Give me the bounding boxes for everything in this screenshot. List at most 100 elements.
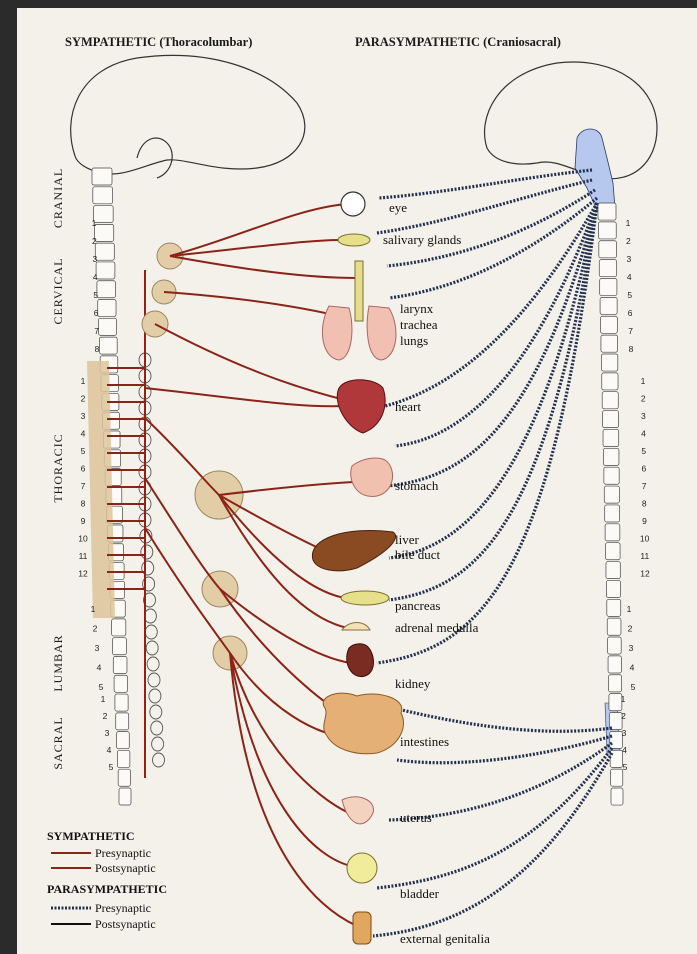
vertebra-number: 5 [81,446,86,456]
vertebra-segment [92,168,112,185]
vertebra-segment [606,543,621,560]
vertebra-number: 1 [92,218,97,228]
vertebra-number: 4 [81,429,86,439]
vertebra-segment [600,297,617,314]
vertebra-segment [114,675,127,692]
genitalia-organ [353,912,371,944]
vertebra-segment [112,638,126,655]
vertebra-number: 7 [94,326,99,336]
sympathetic-nerve [164,292,347,318]
vertebra-number: 3 [81,411,86,421]
vertebra-segment [602,392,618,409]
chain-ganglion [151,721,163,735]
vertebra-segment [605,505,620,522]
sympathetic-nerve [230,653,351,866]
vertebra-segment [99,318,117,335]
region-label-sacral: SACRAL [51,716,65,769]
vertebra-segment [603,448,618,465]
chain-ganglion [148,673,160,687]
vertebra-segment [117,732,130,749]
parasympathetic-nerve [377,180,592,233]
vertebra-segment [602,373,618,390]
vertebra-segment [603,429,619,446]
left-brain [71,55,305,178]
vertebra-number: 8 [95,344,100,354]
vertebra-segment [97,281,116,298]
sympathetic-header: SYMPATHETIC (Thoracolumbar) [65,35,252,49]
legend: SYMPATHETIC Presynaptic Postsynaptic PAR… [47,829,167,931]
right-brain [485,62,657,179]
diagram-frame: SYMPATHETIC (Thoracolumbar) PARASYMPATHE… [17,8,697,954]
vertebra-number: 3 [622,728,627,738]
label-adrenal: adrenal medulla [395,620,479,635]
legend-para-pre-label: Presynaptic [95,901,151,915]
region-label-cervical: CERVICAL [51,257,65,324]
vertebra-segment [113,656,127,673]
parasympathetic-nerve [377,203,597,663]
vertebra-segment [610,750,622,767]
vertebra-number: 2 [103,711,108,721]
label-external-genitalia: external genitalia [400,931,490,946]
parasympathetic-nerve [389,198,597,298]
vertebra-segment [599,260,616,277]
vertebra-segment [601,335,618,352]
chain-ganglion [141,545,153,559]
vertebra-number: 2 [626,236,631,246]
parasympathetic-nerve [379,170,592,198]
sympathetic-nerve [145,418,219,495]
vertebra-number: 10 [640,534,650,544]
label-stomach: stomach [395,478,439,493]
vertebra-number: 7 [81,481,86,491]
label-bladder: bladder [400,886,440,901]
chain-ganglion [153,753,165,767]
vertebra-number: 6 [628,308,633,318]
vertebra-number: 4 [627,272,632,282]
vertebra-segment [607,599,621,616]
vertebra-number: 4 [630,663,635,673]
vertebra-number: 2 [93,624,98,634]
label-liver: liver [395,532,419,547]
parasympathetic-nerve [389,743,612,820]
label-trachea: trachea [400,317,438,332]
liver-organ [312,530,395,570]
parasympathetic-nerve [402,710,612,731]
vertebra-number: 10 [78,534,88,544]
right-spinal-cord [598,203,623,805]
vertebra-number: 12 [640,569,650,579]
vertebra-number: 3 [95,643,100,653]
vertebra-number: 4 [93,272,98,282]
chain-ganglion [147,657,159,671]
bladder-organ [347,853,377,883]
label-heart: heart [395,399,421,414]
vertebra-number: 1 [91,604,96,614]
vertebra-segment [96,262,115,279]
vertebra-number: 2 [641,394,646,404]
left-lung-organ [322,306,352,360]
vertebra-number: 1 [641,376,646,386]
vertebra-segment [600,278,617,295]
uterus-organ [342,797,374,824]
label-bile-duct: bile duct [395,547,441,562]
vertebra-segment [117,750,129,767]
legend-parasympathetic-title: PARASYMPATHETIC [47,882,167,896]
vertebra-number: 1 [621,694,626,704]
chain-ganglion [150,705,162,719]
label-larynx: larynx [400,301,434,316]
vertebra-segment [95,243,114,260]
vertebra-number: 8 [629,344,634,354]
sympathetic-nerve [155,324,345,400]
vertebra-segment [598,203,616,220]
vertebra-number: 2 [621,711,626,721]
vertebra-segment [598,222,616,239]
chain-ganglion [144,609,156,623]
legend-sym-post-label: Postsynaptic [95,861,156,875]
vertebra-number: 11 [640,551,649,561]
vertebra-segment [601,316,618,333]
autonomic-nervous-system-diagram: SYMPATHETIC (Thoracolumbar) PARASYMPATHE… [17,8,697,954]
vertebra-number: 4 [622,745,627,755]
eye-organ [341,192,365,216]
vertebra-number: 8 [642,499,647,509]
vertebra-segment [94,224,113,241]
vertebra-number: 4 [641,429,646,439]
parasympathetic-header: PARASYMPATHETIC (Craniosacral) [355,35,561,49]
